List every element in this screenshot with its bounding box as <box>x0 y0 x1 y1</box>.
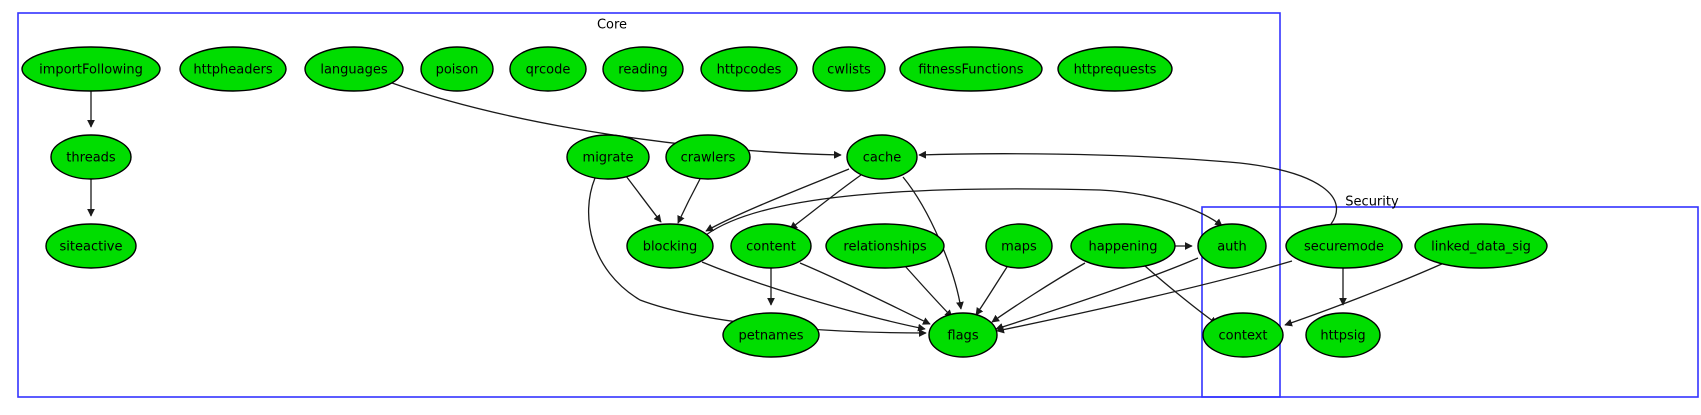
node-petnames[interactable]: petnames <box>722 312 820 358</box>
node-shape-httprequests[interactable] <box>1057 46 1173 92</box>
node-context[interactable]: context <box>1202 312 1284 358</box>
node-poison[interactable]: poison <box>420 46 494 92</box>
node-shape-blocking[interactable] <box>626 223 714 269</box>
cluster-security: Security <box>1201 195 1699 398</box>
node-fitnessFunctions[interactable]: fitnessFunctions <box>899 46 1043 92</box>
cluster-box-security <box>1201 206 1699 398</box>
node-importFollowing[interactable]: importFollowing <box>21 46 161 92</box>
node-reading[interactable]: reading <box>602 46 684 92</box>
edge-relationships-to-flags <box>904 265 953 318</box>
edge-cache-to-content <box>789 174 862 230</box>
edge-crawlers-to-blocking <box>677 178 701 224</box>
edge-securemode-to-flags <box>996 260 1293 334</box>
cluster-label-core: Core <box>597 18 627 33</box>
node-httpheaders[interactable]: httpheaders <box>179 46 287 92</box>
node-shape-reading[interactable] <box>602 46 684 92</box>
node-shape-relationships[interactable] <box>825 223 945 269</box>
node-crawlers[interactable]: crawlers <box>665 134 751 180</box>
edge-auth-to-flags <box>995 257 1199 331</box>
node-shape-auth[interactable] <box>1197 223 1267 269</box>
node-shape-qrcode[interactable] <box>509 46 587 92</box>
node-flags[interactable]: flags <box>928 312 998 358</box>
cluster-core: Core <box>17 12 1281 398</box>
node-shape-happening[interactable] <box>1070 223 1176 269</box>
node-shape-httpcodes[interactable] <box>700 46 798 92</box>
node-shape-petnames[interactable] <box>722 312 820 358</box>
node-shape-flags[interactable] <box>928 312 998 358</box>
node-shape-siteactive[interactable] <box>45 223 137 269</box>
edge-content-to-flags <box>799 262 931 325</box>
node-shape-securemode[interactable] <box>1285 223 1403 269</box>
cluster-label-security: Security <box>1345 195 1399 210</box>
node-shape-importFollowing[interactable] <box>21 46 161 92</box>
node-shape-threads[interactable] <box>50 134 132 180</box>
node-shape-maps[interactable] <box>985 223 1053 269</box>
node-blocking[interactable]: blocking <box>626 223 714 269</box>
node-shape-crawlers[interactable] <box>665 134 751 180</box>
node-shape-languages[interactable] <box>304 46 404 92</box>
edge-happening-to-flags <box>991 262 1086 323</box>
node-httpsig[interactable]: httpsig <box>1305 312 1381 358</box>
node-cwlists[interactable]: cwlists <box>812 46 886 92</box>
node-threads[interactable]: threads <box>50 134 132 180</box>
edge-layer <box>87 82 1445 337</box>
edge-cache-to-blocking <box>705 168 850 232</box>
edge-blocking-to-flags <box>701 261 926 332</box>
edge-migrate-to-flags <box>588 177 927 337</box>
node-shape-content[interactable] <box>730 223 812 269</box>
node-languages[interactable]: languages <box>304 46 404 92</box>
node-cache[interactable]: cache <box>846 134 918 180</box>
node-shape-poison[interactable] <box>420 46 494 92</box>
edge-migrate-to-blocking <box>625 175 662 223</box>
node-maps[interactable]: maps <box>985 223 1053 269</box>
node-shape-httpsig[interactable] <box>1305 312 1381 358</box>
node-auth[interactable]: auth <box>1197 223 1267 269</box>
edge-maps-to-flags <box>975 266 1008 316</box>
node-qrcode[interactable]: qrcode <box>509 46 587 92</box>
node-shape-fitnessFunctions[interactable] <box>899 46 1043 92</box>
node-siteactive[interactable]: siteactive <box>45 223 137 269</box>
node-happening[interactable]: happening <box>1070 223 1176 269</box>
node-shape-migrate[interactable] <box>566 134 650 180</box>
node-shape-context[interactable] <box>1202 312 1284 358</box>
node-shape-linked_data_sig[interactable] <box>1414 223 1548 269</box>
node-shape-cache[interactable] <box>846 134 918 180</box>
node-relationships[interactable]: relationships <box>825 223 945 269</box>
node-migrate[interactable]: migrate <box>566 134 650 180</box>
node-httpcodes[interactable]: httpcodes <box>700 46 798 92</box>
node-content[interactable]: content <box>730 223 812 269</box>
edge-securemode-to-cache <box>918 150 1337 225</box>
node-linked_data_sig[interactable]: linked_data_sig <box>1414 223 1548 269</box>
node-shape-cwlists[interactable] <box>812 46 886 92</box>
cluster-box-core <box>17 12 1281 398</box>
node-httprequests[interactable]: httprequests <box>1057 46 1173 92</box>
node-securemode[interactable]: securemode <box>1285 223 1403 269</box>
edge-happening-to-context <box>1144 265 1218 325</box>
edge-blocking-to-auth <box>705 188 1223 236</box>
node-layer: importFollowing httpheaders languages poiso… <box>21 46 1548 358</box>
node-shape-httpheaders[interactable] <box>179 46 287 92</box>
edge-linked_data_sig-to-context <box>1284 262 1445 327</box>
